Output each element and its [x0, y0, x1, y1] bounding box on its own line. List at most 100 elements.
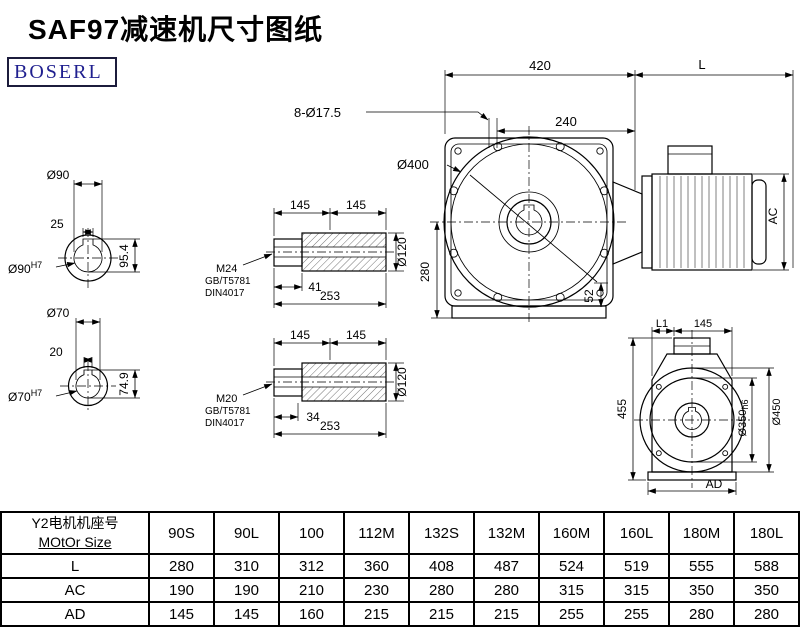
size-column-header: 180L — [733, 511, 800, 555]
dim-front-length: L — [698, 57, 705, 72]
table-cell: 280 — [148, 553, 215, 579]
dim-h1-depth: 41 — [308, 280, 322, 294]
table-cell: 160 — [278, 601, 345, 627]
table-cell: 145 — [213, 601, 280, 627]
dim-side-spigot-dia: Ø350h6 — [737, 400, 750, 437]
table-cell: 312 — [278, 553, 345, 579]
table-cell: 524 — [538, 553, 605, 579]
bore-tolerance: H7 — [31, 260, 43, 270]
dim-h1-len-b: 145 — [346, 198, 366, 212]
table-cell: 230 — [343, 577, 410, 603]
table-cell: 350 — [733, 577, 800, 603]
label-shaft70-bore: Ø70H7 — [8, 388, 42, 404]
table-cell: 310 — [213, 553, 280, 579]
table-cell: 215 — [408, 601, 475, 627]
table-cell: 487 — [473, 553, 540, 579]
size-column-header: 90S — [148, 511, 215, 555]
table-cell: 215 — [473, 601, 540, 627]
table-header-row: Y2电机机座号 MOtOr Size 90S 90L 100 112M 132S… — [0, 511, 800, 555]
size-column-header: 132S — [408, 511, 475, 555]
dim-h2-total: 253 — [320, 419, 340, 433]
dim-h1-total: 253 — [320, 289, 340, 303]
dim-shaft70-dia: Ø70 — [47, 306, 70, 320]
label-h2-thread: M20 — [216, 393, 237, 405]
hollow-shaft-section-m24: 145 145 Ø120 M24 GB/T5781 DIN4017 41 253 — [205, 198, 409, 308]
dim-shaft90-keyway-width: 25 — [50, 217, 64, 231]
dim-front-height: 280 — [418, 262, 432, 282]
table-cell: 360 — [343, 553, 410, 579]
size-column-header: 160M — [538, 511, 605, 555]
shaft-end-view-70: Ø70 20 74.9 Ø70H7 — [8, 306, 140, 412]
dim-h2-len-b: 145 — [346, 328, 366, 342]
table-cell: 280 — [473, 577, 540, 603]
table-cell: 315 — [603, 577, 670, 603]
dim-front-foot: 52 — [582, 289, 596, 303]
spigot-dia: Ø350 — [737, 410, 749, 437]
table-cell: 255 — [603, 601, 670, 627]
table-row-AC: AC 190 190 210 230 280 280 315 315 350 3… — [0, 577, 800, 603]
label-shaft90-bore: Ø90H7 — [8, 260, 42, 276]
page-title: SAF97减速机尺寸图纸 — [28, 14, 324, 45]
dim-h2-depth: 34 — [306, 410, 320, 424]
dim-front-motor-dia: AC — [766, 207, 780, 224]
row-label: AC — [0, 577, 150, 603]
size-column-header: 90L — [213, 511, 280, 555]
table-row-AD: AD 145 145 160 215 215 215 255 255 280 2… — [0, 601, 800, 627]
technical-drawing-canvas: Ø90 25 95.4 Ø90H7 Ø70 20 74.9 Ø70H7 — [8, 57, 794, 495]
bore-dia: Ø70 — [8, 390, 31, 404]
table-cell: 280 — [733, 601, 800, 627]
side-view: L1 145 455 Ø350h6 Ø450 AD — [615, 318, 783, 495]
table-cell: 280 — [408, 577, 475, 603]
label-h2-std2: DIN4017 — [205, 418, 245, 429]
table-cell: 190 — [148, 577, 215, 603]
table-cell: 145 — [148, 601, 215, 627]
dim-side-width: AD — [706, 477, 723, 491]
table-row-L: L 280 310 312 360 408 487 524 519 555 58… — [0, 553, 800, 579]
size-column-header: 132M — [473, 511, 540, 555]
label-h2-std1: GB/T5781 — [205, 406, 251, 417]
table-cell: 255 — [538, 601, 605, 627]
bore-dia: Ø90 — [8, 262, 31, 276]
dim-h1-len-a: 145 — [290, 198, 310, 212]
label-front-flange-dia: Ø400 — [397, 157, 429, 172]
table-cell: 190 — [213, 577, 280, 603]
row-label: AD — [0, 601, 150, 627]
dim-h2-dia: Ø120 — [395, 367, 409, 397]
size-column-header: 160L — [603, 511, 670, 555]
header-motor-size-cell: Y2电机机座号 MOtOr Size — [0, 511, 150, 555]
table-cell: 315 — [538, 577, 605, 603]
size-column-header: 100 — [278, 511, 345, 555]
table-cell: 588 — [733, 553, 800, 579]
shaft-end-view-90: Ø90 25 95.4 Ø90H7 — [8, 168, 140, 290]
size-column-header: 112M — [343, 511, 410, 555]
dim-side-flange-dia: Ø450 — [771, 399, 783, 426]
table-cell: 408 — [408, 553, 475, 579]
spigot-tolerance: h6 — [740, 400, 750, 410]
dim-side-height: 455 — [615, 399, 629, 419]
label-h1-thread: M24 — [216, 263, 237, 275]
dim-shaft70-keyway-height: 74.9 — [117, 372, 131, 396]
size-column-header: 180M — [668, 511, 735, 555]
row-label: L — [0, 553, 150, 579]
dim-front-inner-width: 240 — [555, 114, 577, 129]
label-front-holes: 8-Ø17.5 — [294, 105, 341, 120]
dim-front-width: 420 — [529, 58, 551, 73]
table-cell: 280 — [668, 601, 735, 627]
dim-side-l1: L1 — [656, 318, 668, 330]
header-motor-size-en: MOtOr Size — [38, 534, 112, 550]
label-h1-std1: GB/T5781 — [205, 276, 251, 287]
table-cell: 210 — [278, 577, 345, 603]
bore-tolerance: H7 — [31, 388, 43, 398]
dim-side-cap-width: 145 — [694, 318, 712, 330]
brand-logo: BOSERL — [7, 57, 117, 87]
dim-shaft70-keyway-width: 20 — [49, 345, 63, 359]
table-cell: 555 — [668, 553, 735, 579]
table-cell: 350 — [668, 577, 735, 603]
motor-dimension-table: Y2电机机座号 MOtOr Size 90S 90L 100 112M 132S… — [0, 511, 800, 627]
header-motor-size-cn: Y2电机机座号 — [31, 515, 119, 531]
label-h1-std2: DIN4017 — [205, 288, 245, 299]
dim-shaft90-keyway-height: 95.4 — [117, 244, 131, 268]
hollow-shaft-section-m20: 145 145 Ø120 M20 GB/T5781 DIN4017 34 253 — [205, 328, 409, 438]
dim-h2-len-a: 145 — [290, 328, 310, 342]
dim-h1-dia: Ø120 — [395, 237, 409, 267]
